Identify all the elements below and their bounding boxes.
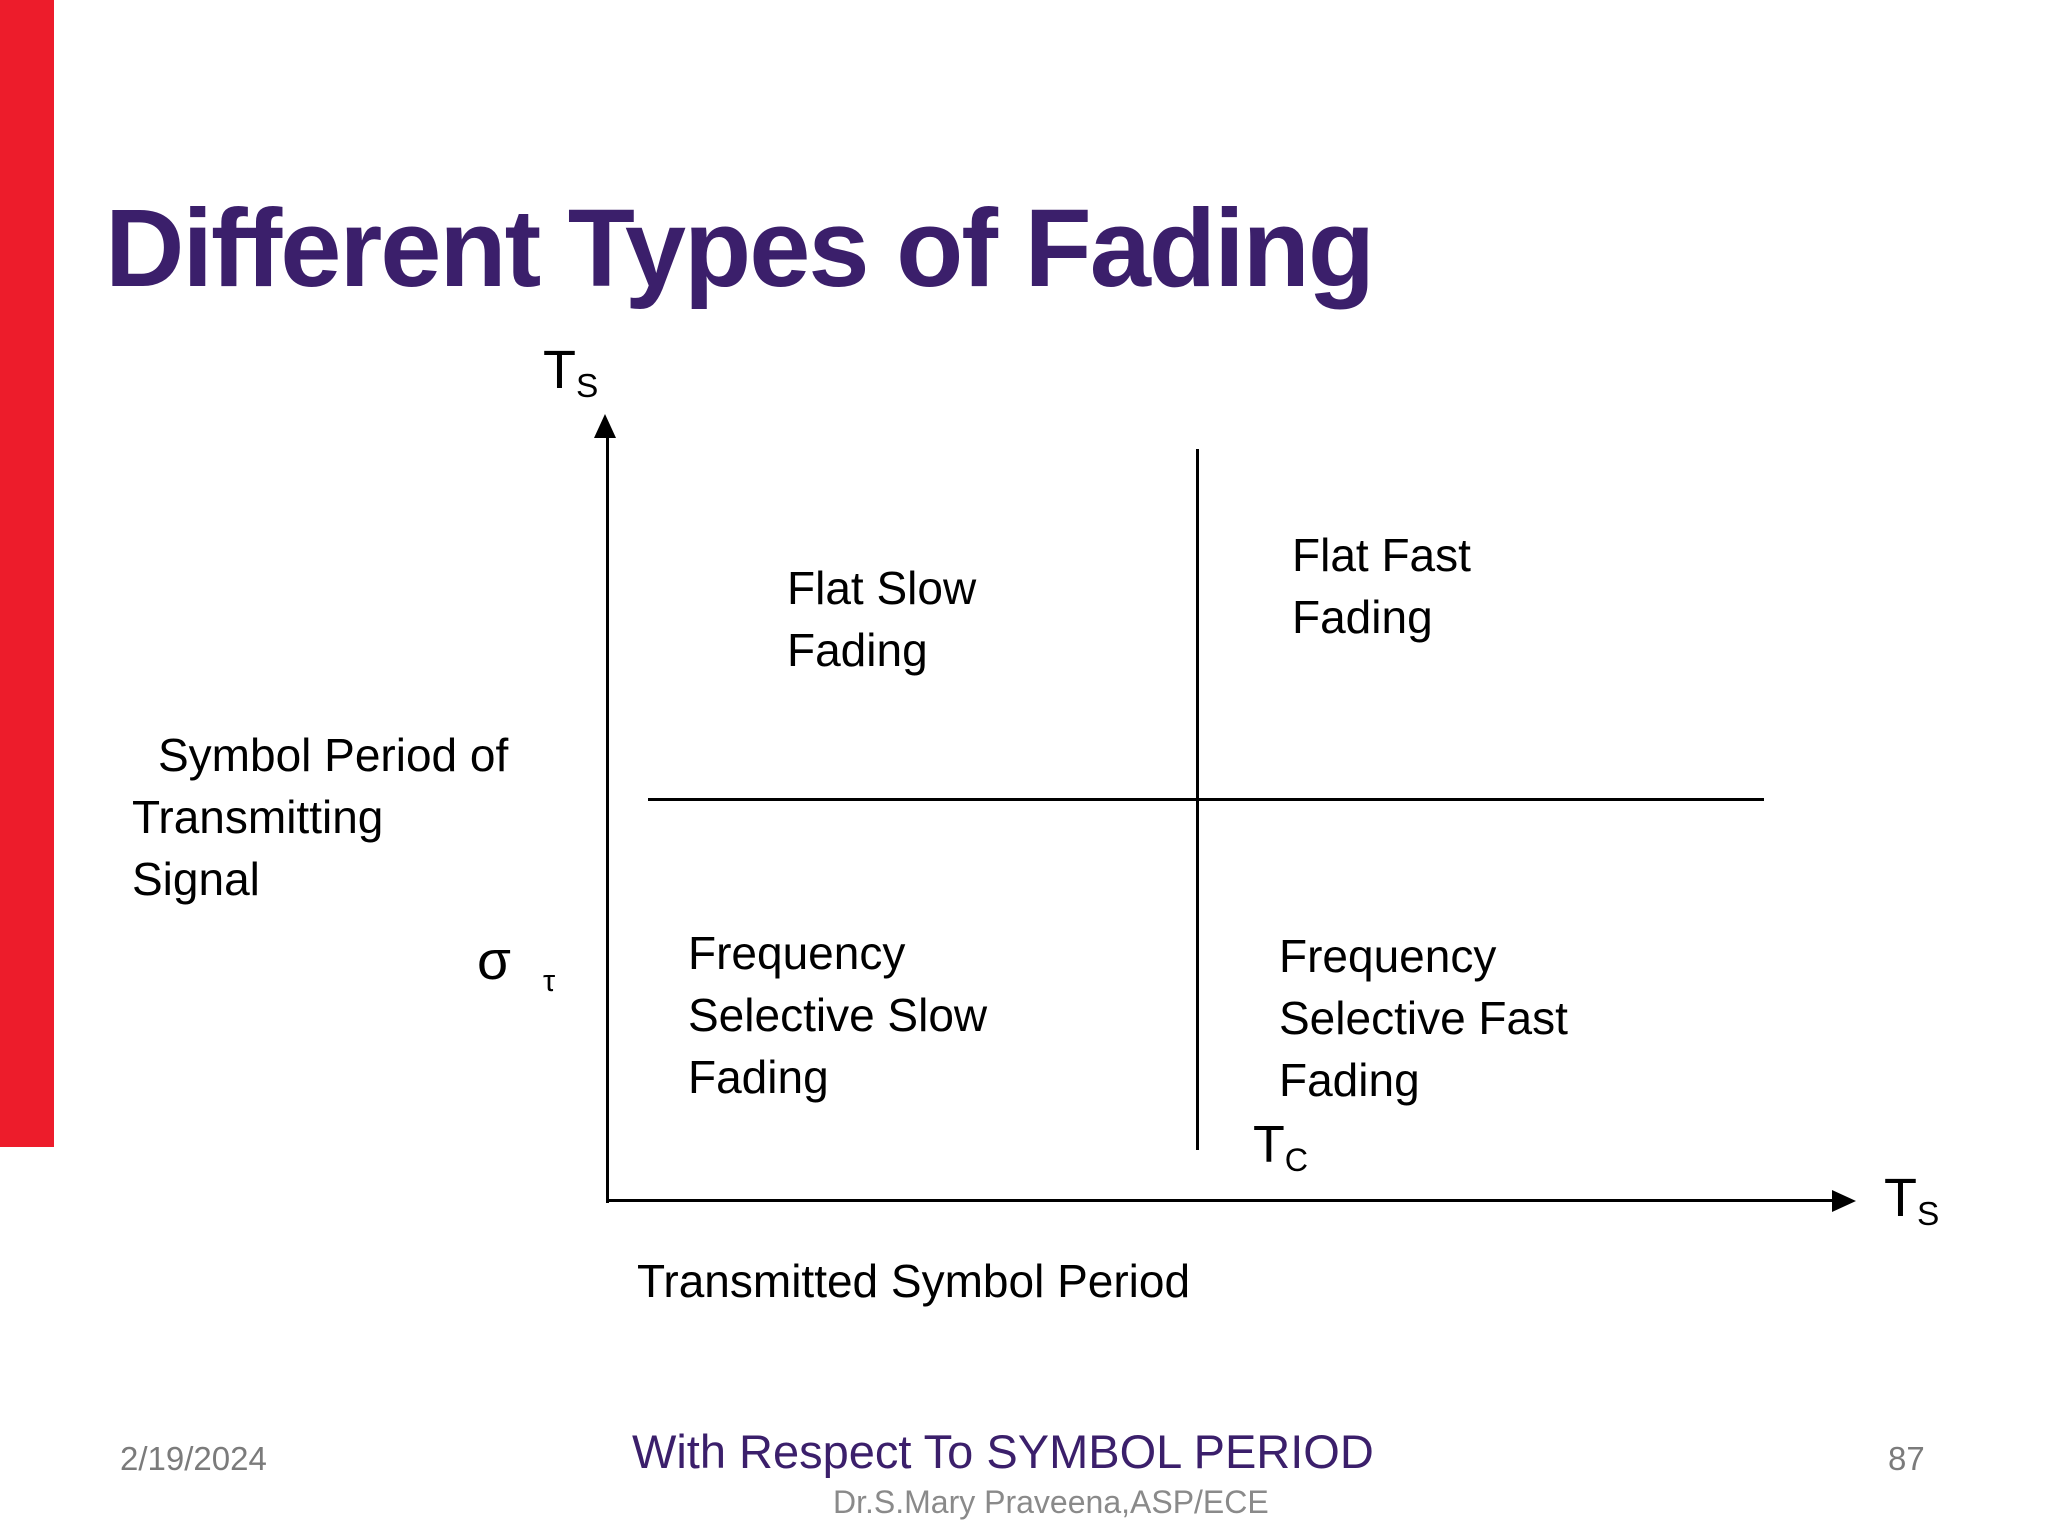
y-axis-line bbox=[606, 438, 609, 1203]
left-edge-red-bar bbox=[0, 0, 54, 1147]
quadrant-label-frequency-selective-slow-fading: Frequency Selective Slow Fading bbox=[688, 927, 988, 1103]
y-axis-caption: Symbol Period of Transmitting Signal bbox=[132, 724, 508, 910]
y-axis-caption-line-3: Signal bbox=[132, 853, 260, 905]
y-axis-caption-line-2: Transmitting bbox=[132, 791, 384, 843]
y-axis-label-subscript: S bbox=[576, 368, 599, 406]
x-axis-arrowhead-icon bbox=[1832, 1190, 1856, 1212]
horizontal-divider-line bbox=[648, 798, 1764, 801]
quadrant-label-frequency-selective-fast-fading: Frequency Selective Fast Fading bbox=[1279, 930, 1568, 1106]
coherence-time-label: TC bbox=[1253, 1115, 1309, 1179]
x-axis-line bbox=[606, 1199, 1834, 1202]
x-axis-label: TS bbox=[1884, 1167, 1939, 1233]
delay-spread-subscript: τ bbox=[542, 962, 556, 998]
quadrant-label-flat-slow-fading: Flat Slow Fading bbox=[787, 562, 977, 676]
delay-spread-base: σ bbox=[477, 929, 511, 991]
y-axis-caption-line-1: Symbol Period of bbox=[158, 729, 509, 781]
x-axis-label-base: T bbox=[1884, 1168, 1917, 1228]
y-axis-label: TS bbox=[543, 339, 598, 405]
slide-title: Different Types of Fading bbox=[105, 187, 1375, 310]
x-axis-caption: Transmitted Symbol Period bbox=[637, 1255, 1191, 1307]
x-axis-label-subscript: S bbox=[1917, 1196, 1940, 1234]
coherence-time-base: T bbox=[1253, 1116, 1285, 1174]
coherence-time-subscript: C bbox=[1284, 1142, 1309, 1179]
footer-author: Dr.S.Mary Praveena,ASP/ECE bbox=[833, 1484, 1269, 1520]
quadrant-label-flat-fast-fading: Flat Fast Fading bbox=[1292, 529, 1471, 643]
y-axis-label-base: T bbox=[543, 340, 576, 400]
footer-date: 2/19/2024 bbox=[120, 1440, 267, 1477]
emphasis-text: With Respect To SYMBOL PERIOD bbox=[632, 1425, 1374, 1478]
y-axis-arrowhead-icon bbox=[594, 414, 616, 438]
footer-page-number: 87 bbox=[1888, 1440, 1925, 1477]
